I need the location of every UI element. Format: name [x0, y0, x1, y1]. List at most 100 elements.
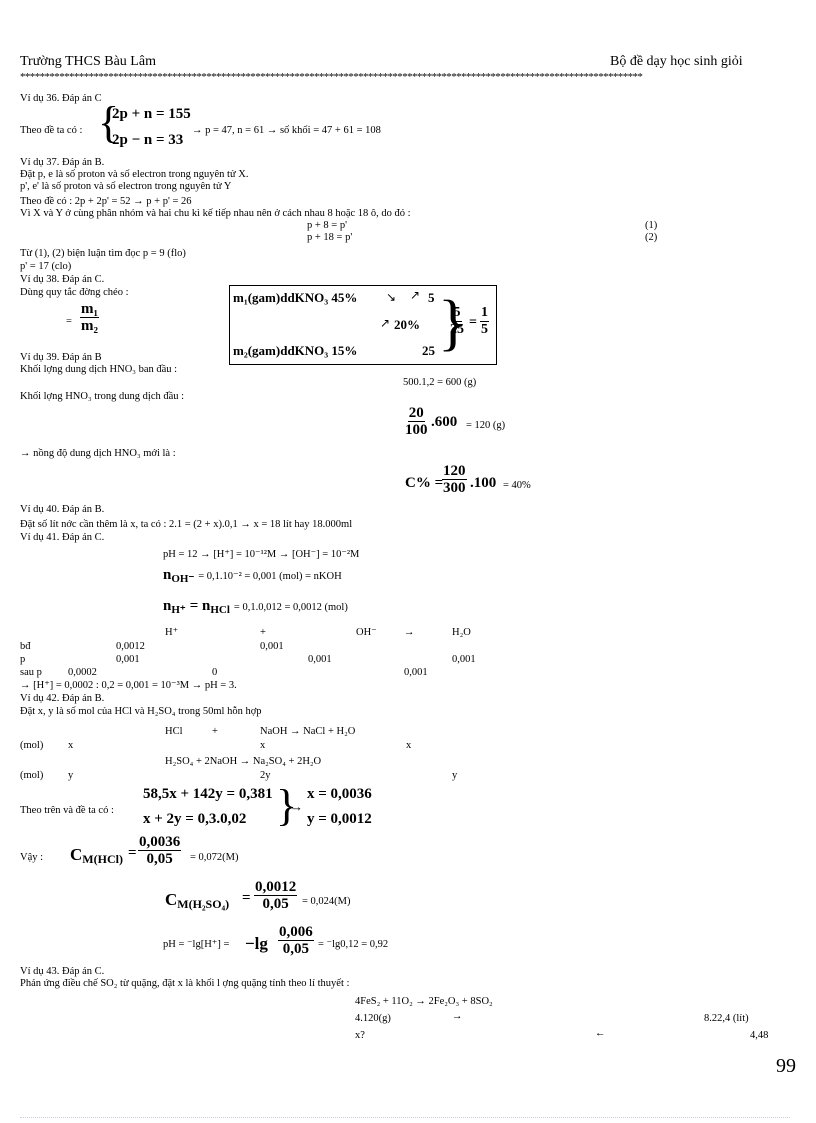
ex42-c2-result: = 0,024(M): [302, 896, 351, 907]
ratio-numerator: m₁: [80, 301, 99, 318]
ex42-ph-frac: 0,006 0,05: [278, 924, 314, 957]
c-symbol: C: [165, 890, 178, 909]
n-subscript: H⁺: [171, 604, 186, 616]
ex42-c2-frac: 0,0012 0,05: [254, 879, 298, 912]
n-subscript: OH⁻: [171, 573, 195, 585]
ex42-r1-plus: +: [212, 726, 218, 737]
ex39-calc2-result: = 120 (g): [466, 420, 506, 431]
ex39-calc3-mult: .100: [470, 475, 497, 491]
ex41-line2: nOH⁻ = 0,1.10⁻² = 0,001 (mol) = nKOH: [163, 566, 342, 585]
n-symbol: = n: [189, 598, 211, 614]
ex43-heading: Ví dụ 43. Đáp án C.: [20, 966, 105, 977]
table-cell: 0,001: [116, 654, 140, 665]
table-header-oh: OH⁻: [356, 627, 377, 638]
box-row1-left: m₁(gam)ddKNO₃ 45%: [233, 290, 358, 305]
table-row-label: p: [20, 654, 26, 665]
box-frac2: 1 5: [480, 305, 489, 338]
header-separator: ****************************************…: [20, 72, 643, 82]
ex42-y2: 2y: [260, 770, 271, 781]
arrow-up-right-icon: ↗: [380, 316, 391, 330]
c1-num: 0,0036: [138, 834, 182, 851]
ex41-line1: pH = 12 → [H⁺] = 10⁻¹²M → [OH⁻] = 10⁻²M: [163, 549, 360, 560]
ex39-line2: Khối lợng HNO₃ trong dung dịch đầu :: [20, 391, 185, 402]
ex39-line1: Khối lợng dung dịch HNO₃ ban đầu :: [20, 364, 178, 375]
calc2-den: 100: [405, 422, 428, 438]
ex42-sys-r2: y = 0,0012: [307, 811, 372, 827]
ex36-heading: Ví dụ 36. Đáp án C: [20, 93, 102, 104]
ex42-sys-r1: x = 0,0036: [307, 786, 372, 802]
ex41-line2-rest: = 0,1.10⁻² = 0,001 (mol) = nKOH: [198, 571, 342, 582]
ex37-eqB-label: (2): [645, 232, 658, 243]
frac2-num: 1: [480, 305, 489, 322]
ex37-line5: Từ (1), (2) biện luận tìm đọc p = 9 (flo…: [20, 248, 186, 259]
ex39-calc1: 500.1,2 = 600 (g): [403, 377, 477, 388]
ex42-x3: x: [406, 740, 412, 751]
ex42-c2: CM(H₂SO₄): [165, 890, 229, 912]
ex37-line3: Theo đề có : 2p + 2p' = 52 → p + p' = 26: [20, 196, 192, 207]
ex39-line3: → nồng độ dung dịch HNO₃ mới là :: [20, 448, 176, 459]
equals: =: [242, 890, 251, 906]
brace: {: [98, 98, 120, 147]
ex41-line3-rest: = 0,1.0,012 = 0,0012 (mol): [233, 602, 348, 613]
ex39-calc3-prefix: C% =: [405, 475, 444, 491]
box-row2-mid: 20%: [394, 317, 420, 332]
ex43-row1-right: 8.22,4 (lít): [704, 1013, 749, 1024]
ex42-sys-lead: Theo trên và đề ta có :: [20, 805, 114, 816]
ex36-result: → p = 47, n = 61 → số khối = 47 + 61 = 1…: [192, 125, 381, 136]
ex42-y1: y: [68, 770, 74, 781]
frac1-den: 25: [450, 322, 464, 337]
ex37-heading: Ví dụ 37. Đáp án B.: [20, 157, 105, 168]
frac1-num: 5: [452, 305, 462, 322]
frac2-den: 5: [481, 322, 488, 337]
ex41-heading: Ví dụ 41. Đáp án C.: [20, 532, 105, 543]
ex43-row2-left: x?: [355, 1030, 365, 1041]
box-row3-left: m₂(gam)ddKNO₃ 15%: [233, 343, 358, 358]
ex42-y3: y: [452, 770, 458, 781]
ex42-vay: Vậy :: [20, 852, 44, 863]
ex39-calc2-frac: 20 100: [405, 405, 428, 438]
box-frac1: 5 25: [450, 305, 464, 338]
ex42-c1-frac: 0,0036 0,05: [138, 834, 182, 867]
table-cell: 0,0002: [68, 667, 97, 678]
c-subscript: M(H₂SO₄): [177, 897, 230, 911]
ex37-line1: Đặt p, e là số proton và số electron tro…: [20, 169, 249, 180]
ex42-mol-label: (mol): [20, 770, 44, 781]
table-cell: 0,001: [452, 654, 476, 665]
c-subscript: M(HCl): [82, 852, 123, 866]
ratio-denominator: m₂: [81, 318, 98, 334]
ex41-line3: nH⁺ = nHCl = 0,1.0,012 = 0,0012 (mol): [163, 597, 348, 616]
table-cell: 0,001: [260, 641, 284, 652]
table-row-label: bđ: [20, 641, 31, 652]
page-bottom-divider: [20, 1117, 790, 1118]
ex42-r2: H₂SO₄ + 2NaOH → Na₂SO₄ + 2H₂O: [165, 756, 322, 767]
ex38-line1: Dùng quy tắc đờng chéo :: [20, 287, 129, 298]
arrow-right-icon: →: [452, 1011, 463, 1022]
ex43-line1: Phản ứng điều chế SO₂ từ quặng, đặt x là…: [20, 978, 350, 989]
ex37-eqA: p + 8 = p': [307, 220, 347, 231]
ex36-eq2: 2p − n = 33: [112, 132, 184, 148]
ex36-eq1: 2p + n = 155: [112, 106, 191, 122]
ex37-eqA-label: (1): [645, 220, 658, 231]
c2-den: 0,05: [262, 896, 289, 912]
box-row1-right: 5: [428, 290, 435, 305]
page-number: 99: [776, 1055, 796, 1077]
table-cell: 0: [212, 667, 218, 678]
ex37-line6: p' = 17 (clo): [20, 261, 72, 272]
box-row3-right: 25: [422, 343, 435, 358]
arrow-left-icon: ←: [595, 1028, 606, 1039]
calc3-den: 300: [443, 480, 466, 496]
ex39-calc3-result: = 40%: [503, 480, 531, 491]
equals: =: [128, 845, 137, 861]
n-subscript: HCl: [210, 604, 230, 616]
brace: }: [438, 289, 468, 357]
document-title: Bộ đề dạy học sinh giỏi: [610, 54, 743, 69]
table-header-h: H⁺: [165, 627, 179, 638]
c1-den: 0,05: [146, 851, 173, 867]
ex37-line4: Vì X và Y ở cùng phân nhóm và hai chu kì…: [20, 208, 411, 219]
ex38-heading: Ví dụ 38. Đáp án C.: [20, 274, 105, 285]
ex43-reaction: 4FeS₂ + 11O₂ → 2Fe₂O₃ + 8SO₂: [355, 996, 493, 1007]
ex42-ph-lg: −lg: [245, 934, 268, 953]
table-cell: 0,001: [308, 654, 332, 665]
ex40-heading: Ví dụ 40. Đáp án B.: [20, 504, 105, 515]
ex42-mol-label: (mol): [20, 740, 44, 751]
